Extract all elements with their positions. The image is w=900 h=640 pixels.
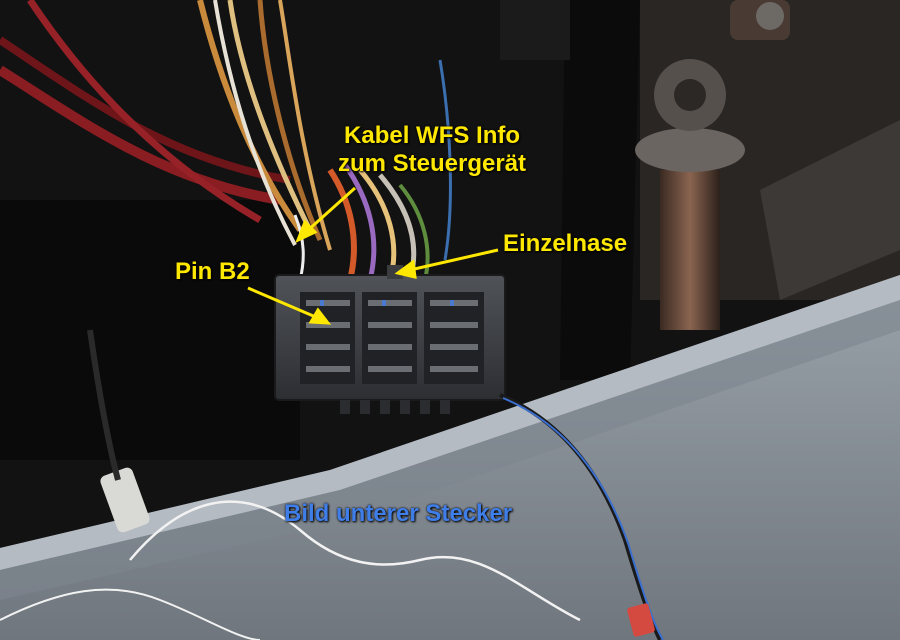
orange-wire xyxy=(197,0,303,232)
black-bracket xyxy=(560,0,640,380)
panel-edge-highlight xyxy=(0,275,900,570)
panel-edge-shadow xyxy=(0,300,900,600)
nose-arrow-head xyxy=(394,259,417,279)
image-caption: Bild unterer Stecker xyxy=(284,500,513,527)
cable-annotation: Kabel WFS Info zum Steuergerät xyxy=(338,122,526,178)
connector-pin-grid xyxy=(300,292,484,384)
steering-rod xyxy=(660,170,720,330)
foam-area xyxy=(0,200,300,460)
clamp-bolt xyxy=(756,2,784,30)
cable-arrow xyxy=(304,186,357,234)
white-wire-terminal xyxy=(100,467,150,533)
connector-wire-orange xyxy=(327,168,357,281)
pin-arrow-head xyxy=(308,307,332,325)
blue-probe-wire xyxy=(502,397,664,640)
beige-wire xyxy=(227,0,313,232)
pin-annotation: Pin B2 xyxy=(175,258,250,285)
tan-wire xyxy=(278,0,332,251)
cable-annotation-line2: zum Steuergerät xyxy=(338,150,527,177)
dark-cable xyxy=(87,329,121,481)
connector-wire-violet xyxy=(342,163,377,281)
connector-nose xyxy=(387,265,403,279)
blue-wire-top xyxy=(438,59,452,261)
cable-annotation-line1: Kabel WFS Info xyxy=(344,122,521,149)
nose-annotation: Einzelnase xyxy=(503,230,628,257)
nose-arrow xyxy=(409,248,499,272)
connector-wire-green xyxy=(398,183,430,281)
white-probe-wire-2 xyxy=(0,588,261,640)
annotation-arrows xyxy=(247,186,499,325)
shaft-collar xyxy=(635,128,745,172)
pin-arrow xyxy=(247,286,319,320)
white-probe-wire xyxy=(129,500,581,622)
red-wire-3 xyxy=(27,0,262,224)
cable-arrow-head xyxy=(295,219,318,243)
brown-wire xyxy=(257,0,323,242)
connector-teeth xyxy=(340,400,450,414)
red-wire xyxy=(0,65,281,205)
bracket-top xyxy=(500,0,570,60)
white-wire xyxy=(213,0,297,246)
shaft-bracket xyxy=(760,120,900,300)
joint-bolt xyxy=(674,79,706,111)
red-heatshrink xyxy=(627,603,655,637)
